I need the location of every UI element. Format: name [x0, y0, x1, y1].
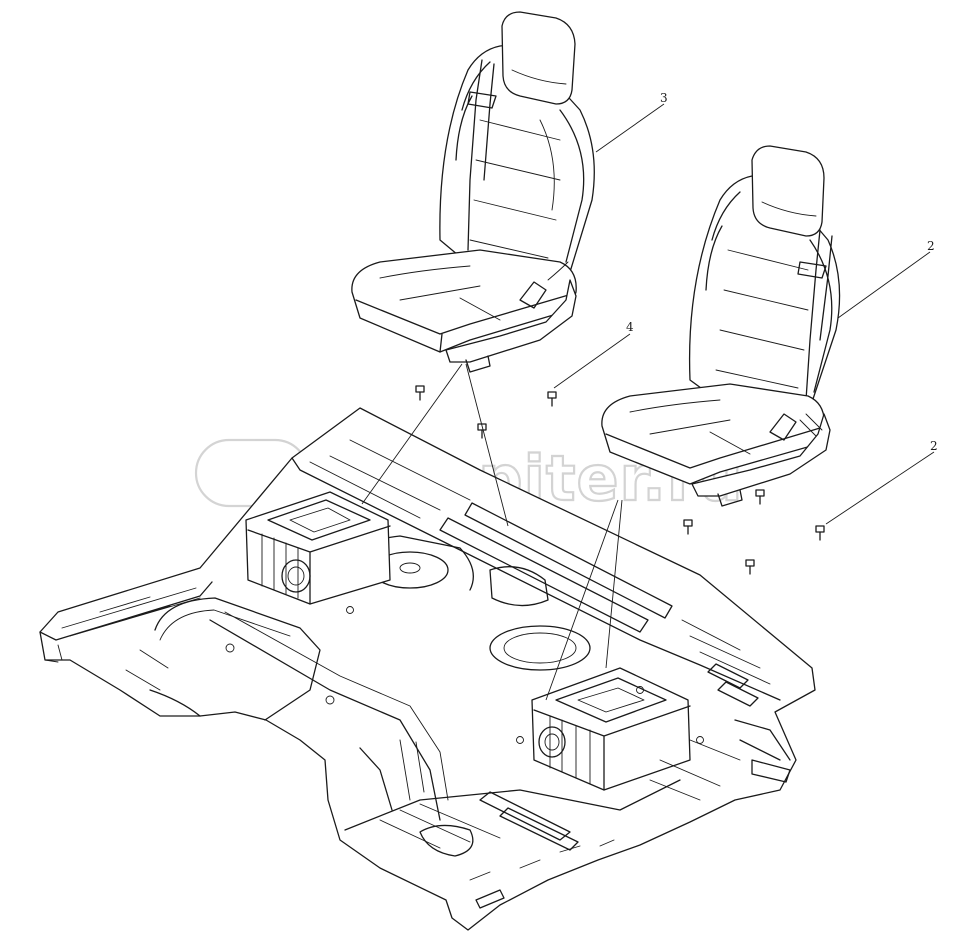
bolt — [755, 489, 765, 505]
callout-label-2-seat: 2 — [927, 239, 935, 253]
driver-seat — [351, 11, 595, 373]
passenger-seat — [601, 145, 841, 507]
callout-label-4: 4 — [626, 320, 634, 334]
leader-lines — [361, 103, 935, 701]
cab-floor-panel — [39, 407, 816, 931]
bolt — [415, 385, 425, 401]
bolt — [547, 391, 557, 407]
bolt — [683, 519, 693, 535]
mounting-bolts — [415, 385, 825, 575]
callout-label-3: 3 — [660, 91, 668, 105]
bolt — [745, 559, 755, 575]
callout-labels: 3 2 4 2 — [626, 91, 938, 453]
bolt — [815, 525, 825, 541]
callout-label-2-bolt: 2 — [930, 439, 938, 453]
